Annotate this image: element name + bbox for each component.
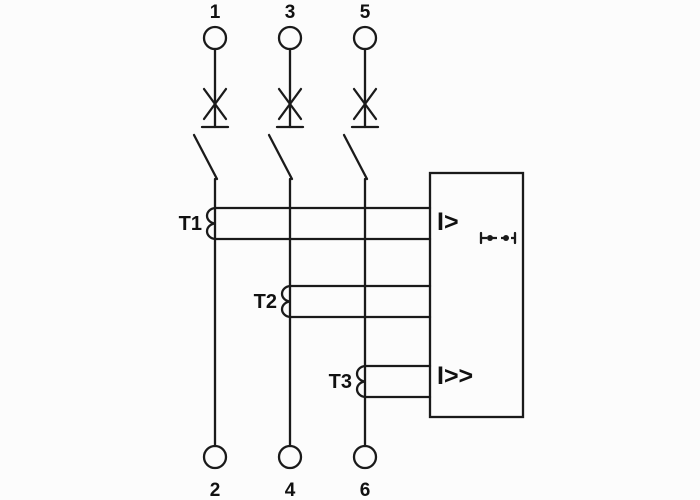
terminal-label-bottom-2: 2	[210, 480, 221, 500]
terminal-circle-top-3	[277, 25, 303, 51]
terminal-label-top-3: 3	[285, 2, 296, 23]
terminal-circle-bottom-6	[352, 444, 378, 470]
ct-coil-icon-t1	[205, 206, 217, 241]
breaker-x-icon	[352, 87, 378, 121]
switch-blade-icon	[267, 133, 294, 181]
pole-2: 3 4	[267, 2, 305, 500]
terminal-circle-top-5	[352, 25, 378, 51]
ct-label-t1: T1	[179, 213, 202, 235]
terminal-label-bottom-4: 4	[285, 480, 296, 500]
terminal-label-top-1: 1	[210, 2, 221, 23]
switch-blade-icon	[192, 133, 219, 181]
relay-box	[428, 171, 525, 419]
pole-1: 1 2	[192, 2, 230, 500]
ct-secondary-wires	[213, 206, 432, 399]
short-circuit-release-label: I>>	[437, 362, 473, 390]
switch-blade-icon	[342, 133, 369, 181]
overcurrent-release-label: I>	[437, 208, 459, 236]
terminal-label-top-5: 5	[360, 2, 371, 23]
terminal-circle-bottom-4	[277, 444, 303, 470]
terminal-label-bottom-6: 6	[360, 480, 371, 500]
mechanical-linkage-icon	[479, 231, 517, 245]
terminal-circle-bottom-2	[202, 444, 228, 470]
terminal-circle-top-1	[202, 25, 228, 51]
linkage-dot	[503, 235, 509, 241]
breaker-x-icon	[277, 87, 303, 121]
ct-label-t2: T2	[254, 291, 277, 313]
ct-coil-icon-t3	[355, 364, 367, 399]
breaker-x-icon	[202, 87, 228, 121]
relay-unit: I> I>>	[428, 171, 525, 419]
pole-3: 5 6	[342, 2, 380, 500]
ct-label-t3: T3	[329, 371, 352, 393]
linkage-dot	[487, 235, 493, 241]
ct-coil-icon-t2	[280, 284, 292, 319]
